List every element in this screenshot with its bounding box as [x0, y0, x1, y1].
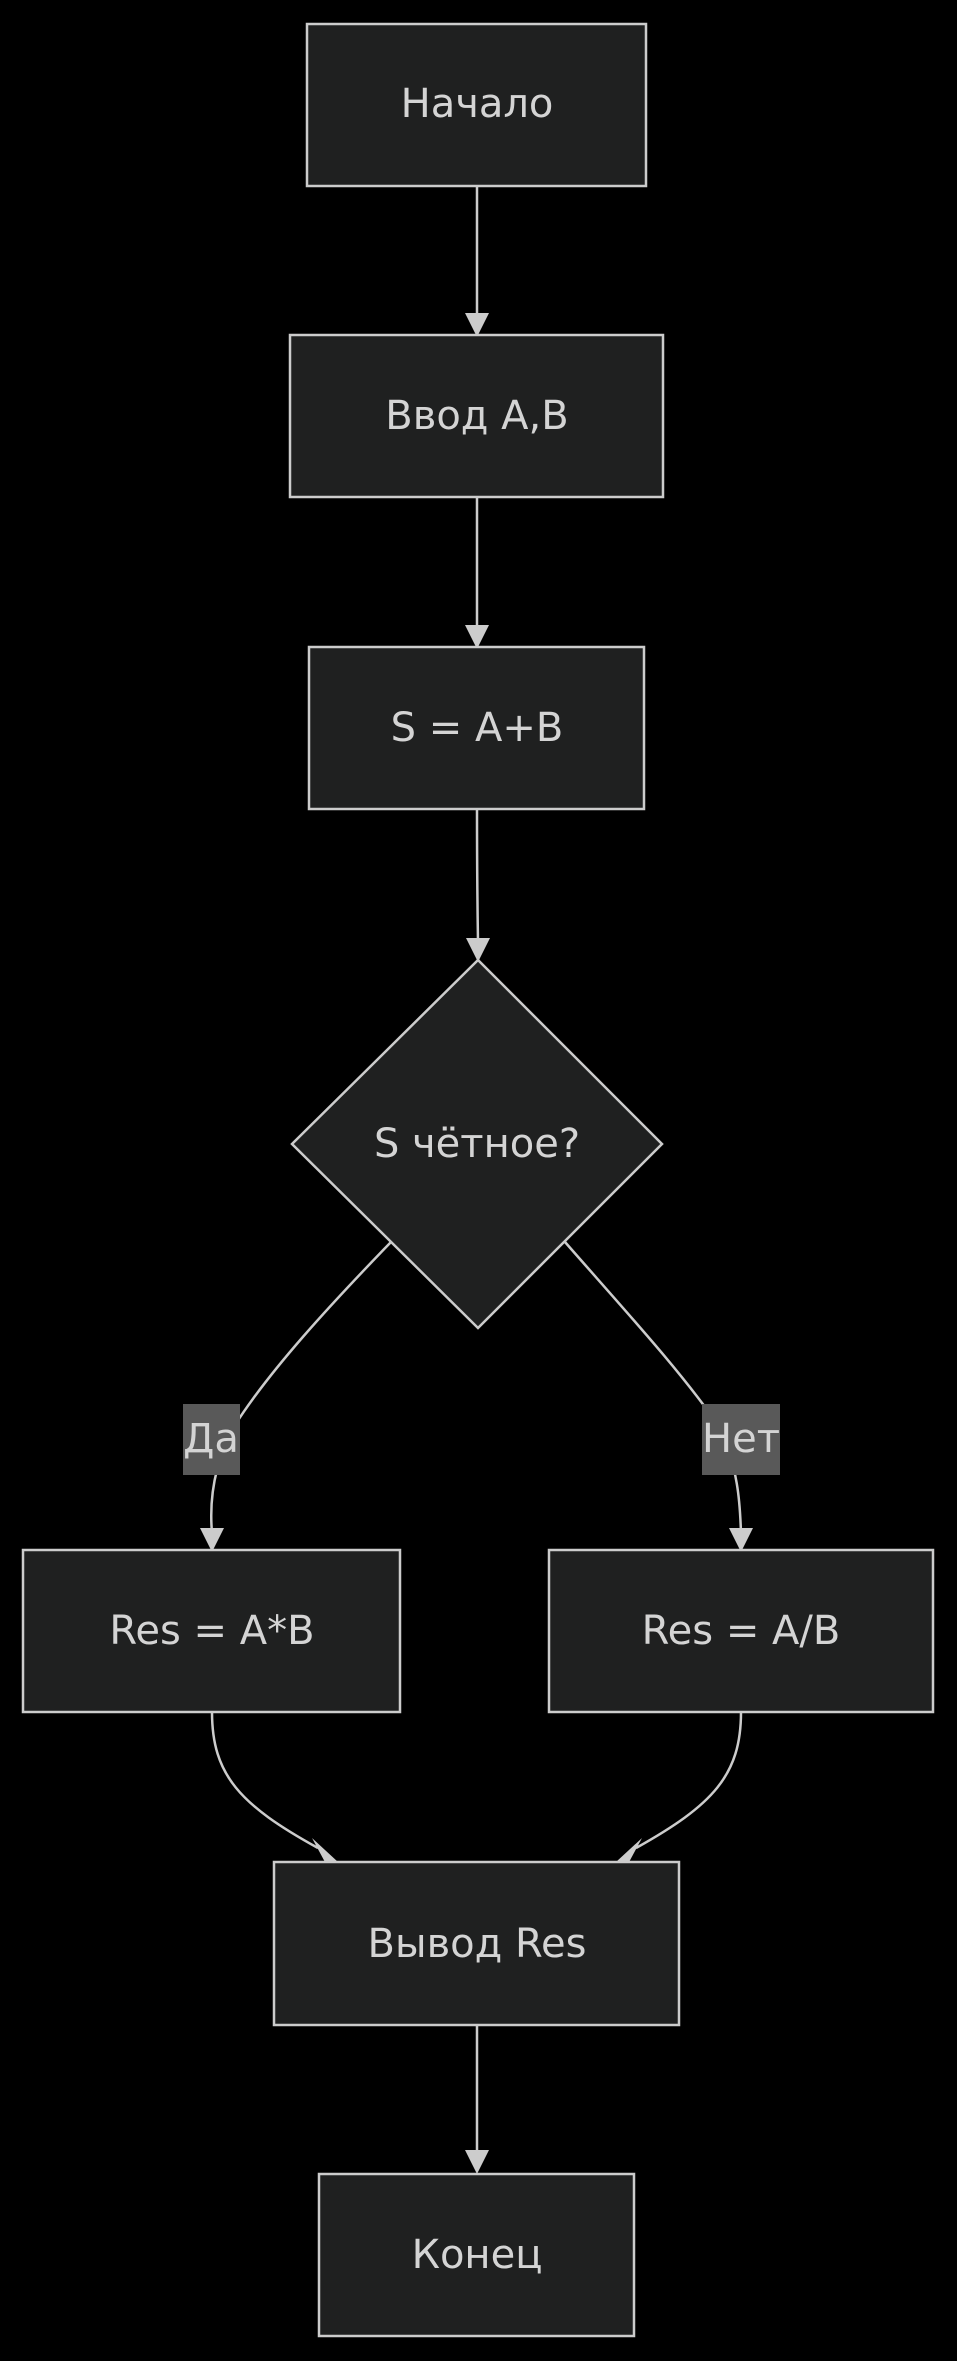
arrowhead-divide-to-output: [616, 1838, 642, 1864]
node-input-label: Ввод A,B: [385, 393, 568, 439]
node-output: Вывод Res: [272, 1860, 681, 2027]
node-multiply-box: [21, 1548, 402, 1714]
arrowhead-decision-to-divide: [729, 1528, 753, 1552]
node-sum-box: [307, 645, 646, 811]
node-input-box: [288, 333, 665, 499]
node-decision-diamond: [290, 958, 664, 1330]
arrowhead-input-to-sum: [465, 625, 489, 649]
node-input: Ввод A,B: [288, 333, 665, 499]
node-divide-label: Res = A/B: [642, 1608, 841, 1654]
node-start-label: Начало: [401, 81, 554, 127]
edge-label-no-background: [702, 1404, 780, 1475]
arrowhead-decision-to-multiply: [200, 1528, 224, 1552]
arrowhead-start-to-input: [465, 313, 489, 337]
node-sum: S = A+B: [307, 645, 646, 811]
edge-label-yes-text: Да: [183, 1416, 239, 1462]
edge-label-yes: Да: [183, 1404, 240, 1475]
node-end-label: Конец: [412, 2232, 543, 2278]
node-decision: S чётное?: [290, 958, 664, 1330]
arrowhead-sum-to-decision: [466, 938, 490, 962]
node-sum-label: S = A+B: [391, 705, 564, 751]
node-start: Начало: [305, 22, 648, 188]
edge-label-yes-background: [183, 1404, 240, 1475]
node-divide: Res = A/B: [547, 1548, 935, 1714]
node-output-box: [272, 1860, 681, 2027]
node-decision-label: S чётное?: [374, 1121, 580, 1167]
edge-label-no-text: Нет: [702, 1416, 780, 1462]
node-end: Конец: [317, 2172, 636, 2338]
arrowhead-output-to-end: [465, 2150, 489, 2174]
node-multiply-label: Res = A*B: [109, 1608, 314, 1654]
edge-label-no: Нет: [702, 1404, 780, 1475]
edge-decision-to-divide: [564, 1241, 743, 1534]
node-output-label: Вывод Res: [368, 1921, 587, 1967]
edge-multiply-to-output: [210, 1711, 319, 1850]
node-start-box: [305, 22, 648, 188]
node-divide-box: [547, 1548, 935, 1714]
edge-decision-to-multiply: [209, 1241, 392, 1534]
edge-sum-to-decision: [475, 808, 480, 943]
node-end-box: [317, 2172, 636, 2338]
edge-divide-to-output: [635, 1711, 743, 1850]
arrowhead-multiply-to-output: [312, 1838, 338, 1864]
node-multiply: Res = A*B: [21, 1548, 402, 1714]
